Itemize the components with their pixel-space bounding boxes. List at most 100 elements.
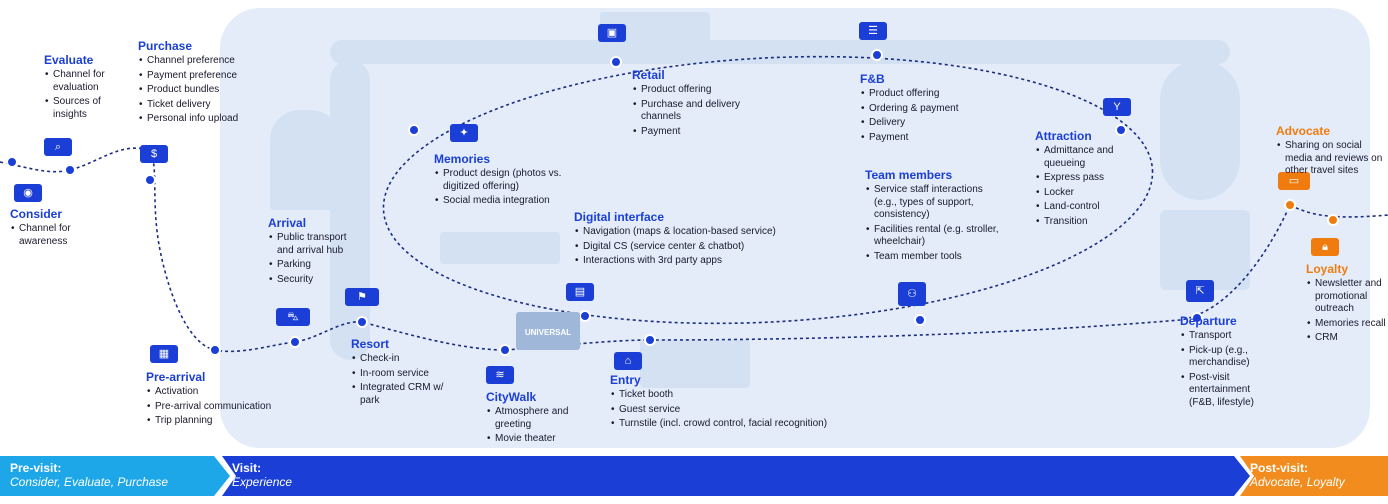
stage-title: Evaluate [44,53,94,67]
stage-item: Channel for evaluation [45,69,116,94]
stage-title: Purchase [138,39,193,53]
eye-icon: ◉ [14,184,42,202]
stage-pre-arrival: Pre-arrival Activation Pre-arrival commu… [146,370,296,430]
shoe-icon: ≋ [486,366,514,384]
background-lake [1160,60,1240,200]
journey-path-post-visit [649,203,1388,341]
stage-item: Service staff interactions (e.g., types … [866,184,1005,222]
stage-item: Public transport and arrival hub [269,232,363,257]
park-loop-path [382,55,1154,325]
phase-subtitle: Experience [232,475,293,489]
node-arrival [289,336,301,348]
stage-item: Guest service [611,404,870,417]
stage-attraction: Attraction Admittance and queueing Expre… [1035,129,1135,230]
building-icon: ⌂ [614,352,642,370]
stage-item: Payment preference [139,70,258,83]
phase-post-visit: Post-visit: Advocate, Loyalty [1240,456,1388,496]
stage-item: Transport [1181,330,1272,343]
background-mountain [270,110,340,210]
phase-bar: Pre-visit: Consider, Evaluate, Purchase … [0,456,1388,496]
stage-consider: Consider Channel for awareness [10,207,80,250]
drink-icon: Y [1103,98,1131,116]
stage-item: Locker [1036,187,1135,200]
stage-item: Check-in [352,353,461,366]
stage-retail: Retail Product offering Purchase and del… [632,68,764,140]
stage-citywalk: CityWalk Atmosphere and greeting Movie t… [486,390,586,448]
dollar-icon: $ [140,145,168,163]
stage-item: Payment [633,126,764,139]
node-team [914,314,926,326]
stage-item: Ordering & payment [861,103,980,116]
stage-title: Attraction [1035,129,1092,143]
stage-item: Express pass [1036,172,1135,185]
stage-title: Pre-arrival [146,370,206,384]
stage-item: Purchase and delivery channels [633,99,764,124]
node-loyalty [1327,214,1339,226]
node-pre-arrival [209,344,221,356]
stage-item: Product offering [633,84,764,97]
exit-icon: ⇱ [1186,280,1214,302]
universal-sign [516,312,580,350]
stage-item: Parking [269,259,363,272]
shop-icon: ▣ [598,24,626,42]
stage-title: CityWalk [486,390,537,404]
phase-subtitle: Advocate, Loyalty [1250,475,1345,489]
stage-item: Newsletter and promotional outreach [1307,278,1386,316]
people-icon: ⚇ [898,282,926,306]
node-entry [644,334,656,346]
lock-icon: 🔒︎ [1311,238,1339,256]
stage-item: Interactions with 3rd party apps [575,255,814,268]
luggage-icon: ⚑ [345,288,379,306]
stage-item: Personal info upload [139,113,258,126]
stage-item: Payment [861,132,980,145]
phase-subtitle: Consider, Evaluate, Purchase [10,475,169,489]
stage-item: Movie theater [487,433,586,446]
node-departure [1191,312,1203,324]
stage-item: CRM [1307,332,1386,345]
stage-item: Social media integration [435,195,582,208]
stage-item: Land-control [1036,201,1135,214]
stage-title: Arrival [268,216,307,230]
node-advocate [1284,199,1296,211]
stage-item: Delivery [861,117,980,130]
node-fnb [871,49,883,61]
node-resort [356,316,368,328]
stage-title: Memories [434,152,491,166]
universal-sign-text: UNIVERSAL [525,328,571,337]
background-road-left [330,60,370,360]
stage-item: Pick-up (e.g., merchandise) [1181,345,1272,370]
background-road-top [330,40,1230,64]
stage-item: Facilities rental (e.g. stroller, wheelc… [866,224,1005,249]
stage-title: Departure [1180,314,1237,328]
stage-item: Atmosphere and greeting [487,406,586,431]
stage-advocate: Advocate Sharing on social media and rev… [1276,124,1384,180]
stage-item: Sharing on social media and reviews on o… [1277,140,1384,178]
stage-item: Post-visit entertainment (F&B, lifestyle… [1181,372,1272,410]
car-icon: ⛍ [276,308,310,326]
stage-memories: Memories Product design (photos vs. digi… [434,152,582,210]
stage-item: Turnstile (incl. crowd control, facial r… [611,418,870,431]
stage-title: Consider [10,207,63,221]
node-digital [579,310,591,322]
stage-title: Advocate [1276,124,1331,138]
magnifier-icon: ⌕ [44,138,72,156]
stage-title: F&B [860,72,885,86]
sparkle-icon: ✦ [450,124,478,142]
stage-arrival: Arrival Public transport and arrival hub… [268,216,363,288]
phase-title: Visit: [232,461,262,475]
stage-team-members: Team members Service staff interactions … [865,168,1005,265]
stage-item: Navigation (maps & location-based servic… [575,226,814,239]
node-purchase [144,174,156,186]
node-retail [610,56,622,68]
phase-title: Post-visit: [1250,461,1309,475]
stage-item: In-room service [352,368,461,381]
stage-item: Ticket delivery [139,99,258,112]
stage-title: Entry [610,373,641,387]
phone-icon: ▤ [566,283,594,301]
stage-digital-interface: Digital interface Navigation (maps & loc… [574,210,814,270]
stage-item: Activation [147,386,296,399]
stage-item: Product bundles [139,84,258,97]
phase-title: Pre-visit: [10,461,62,475]
stage-item: Integrated CRM w/ park [352,382,461,407]
stage-item: Ticket booth [611,389,870,402]
